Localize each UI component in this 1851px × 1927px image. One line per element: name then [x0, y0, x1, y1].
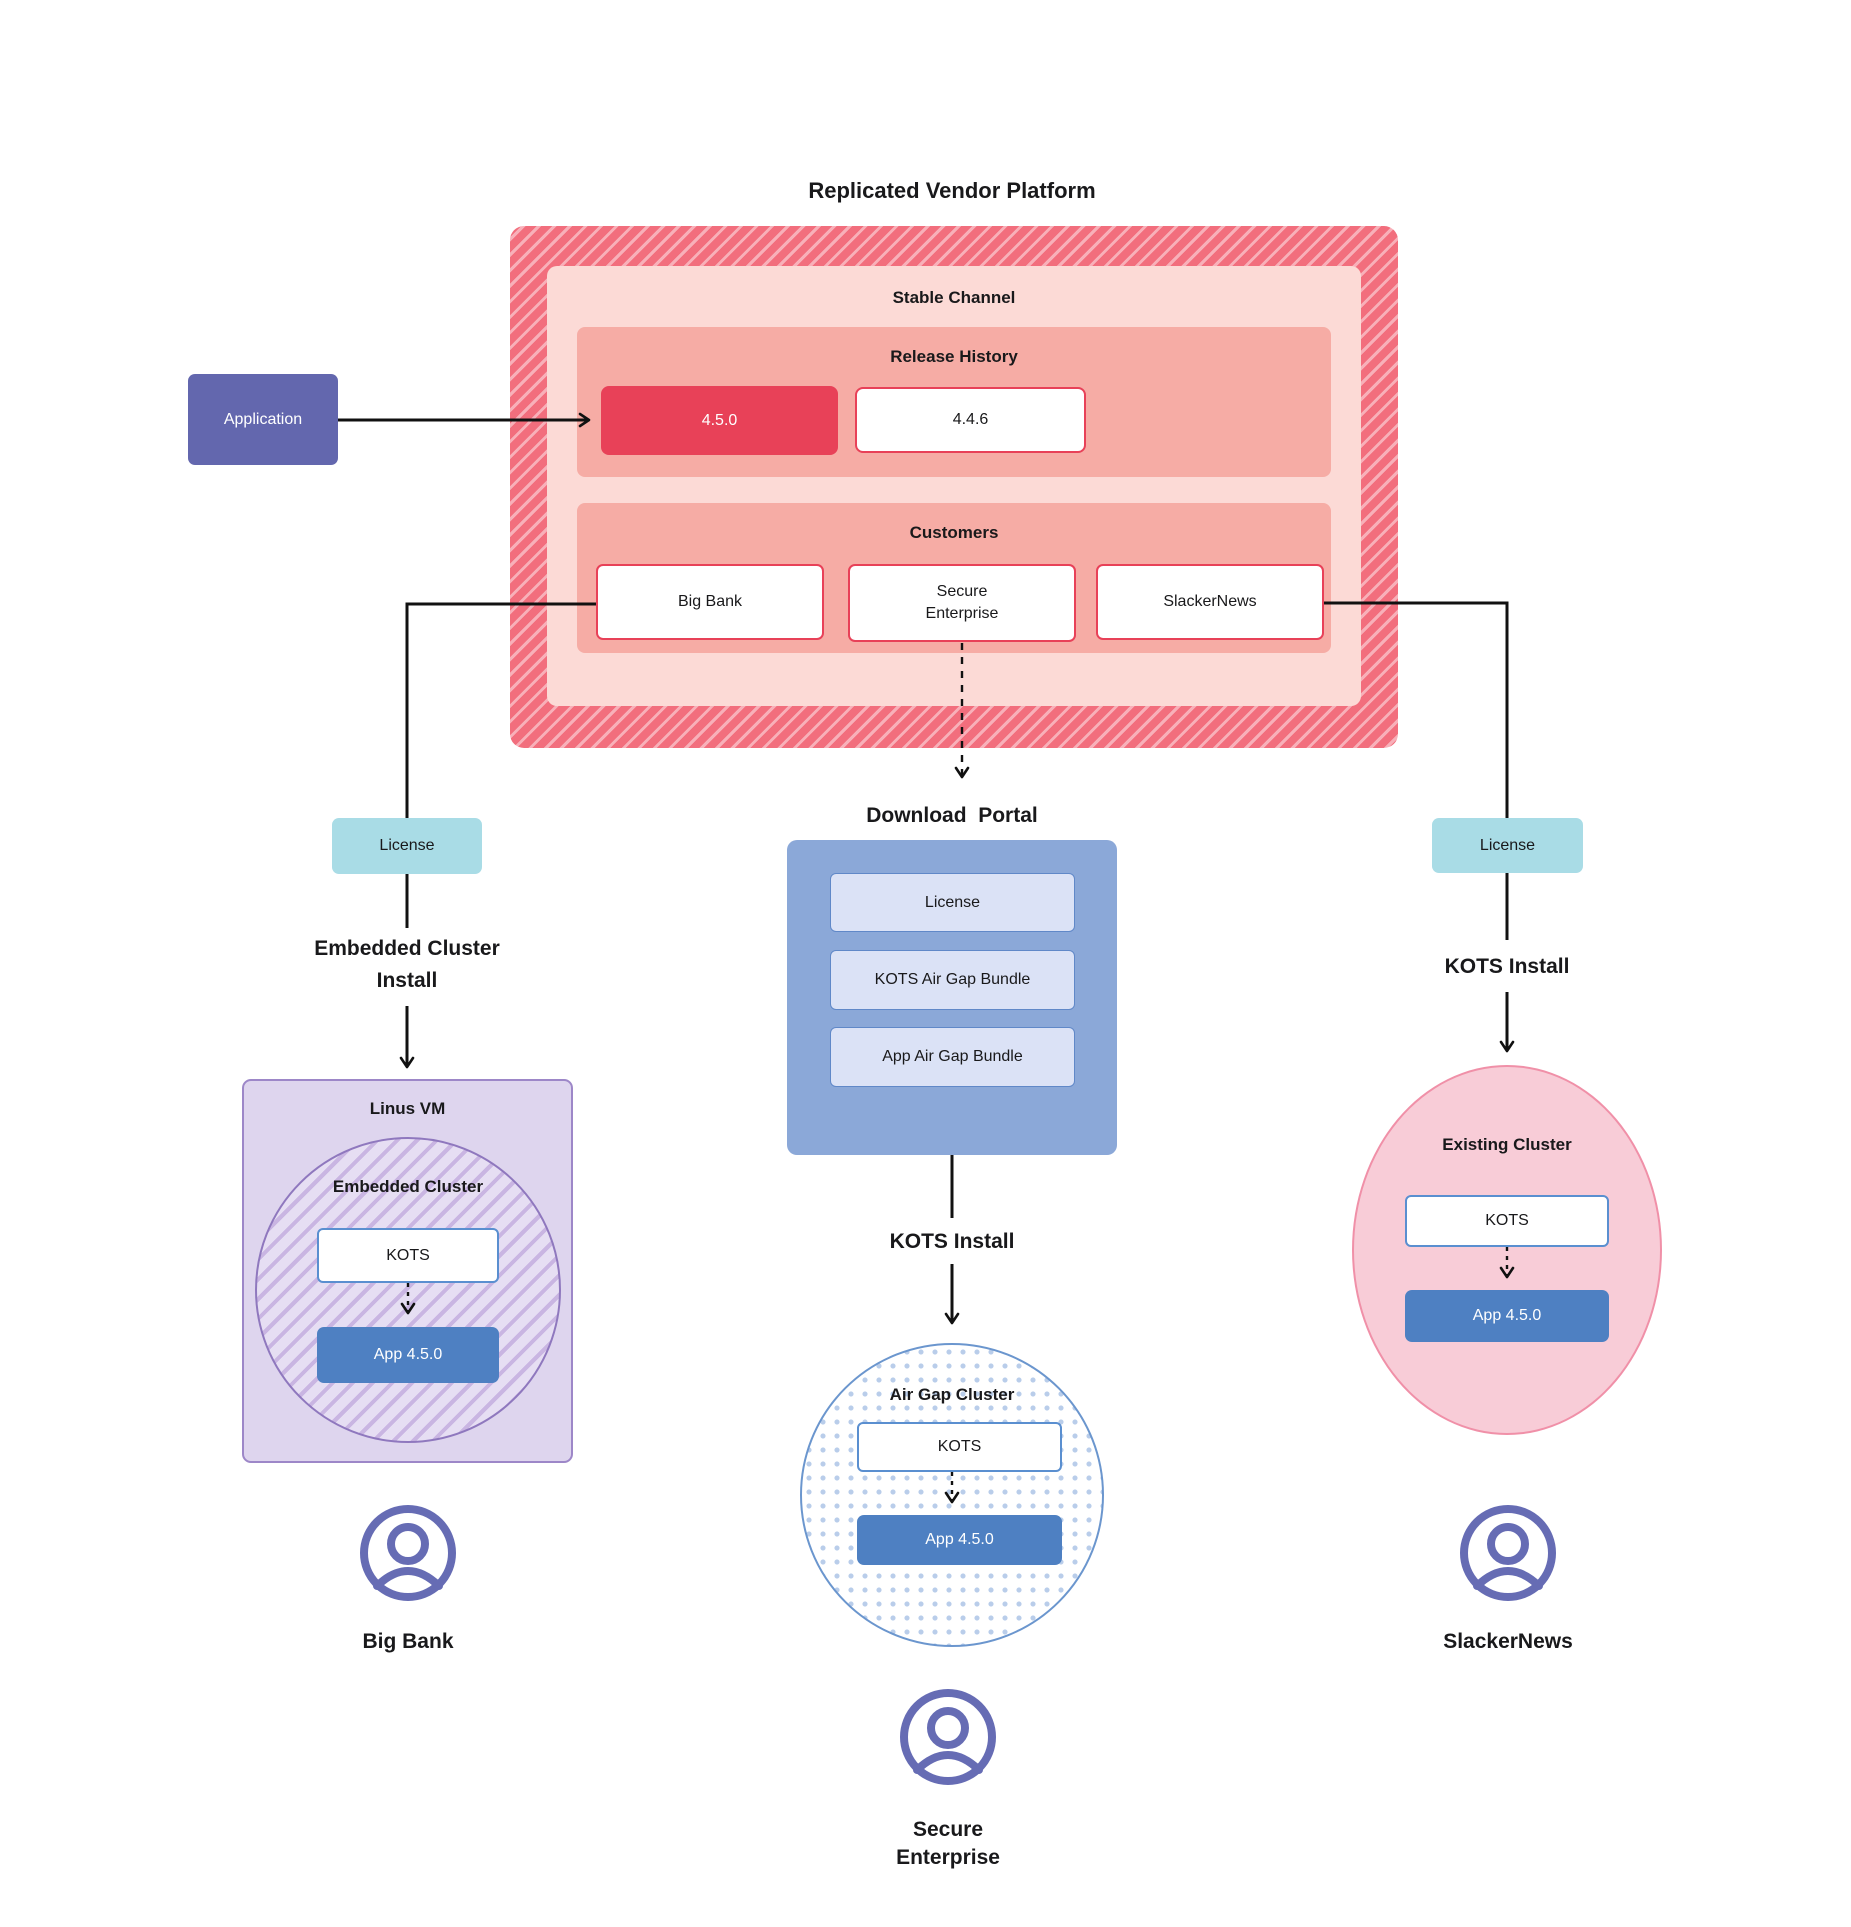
stable-channel-label: Stable Channel — [892, 288, 1016, 307]
download-portal-box: License KOTS Air Gap Bundle App Air Gap … — [787, 840, 1117, 1155]
download-portal-label: Download Portal — [866, 804, 1038, 827]
license-box-right: License — [1432, 818, 1583, 873]
app-box-left: App 4.5.0 — [317, 1327, 499, 1383]
kots-box-middle: KOTS — [857, 1422, 1062, 1472]
customers-label: Customers — [909, 523, 999, 542]
air-gap-cluster-circle: Air Gap Cluster — [800, 1343, 1104, 1647]
application-box: Application — [188, 374, 338, 465]
secure-enterprise-name: Secure Enterprise — [896, 1818, 1000, 1870]
portal-item-kots-airgap-bundle: KOTS Air Gap Bundle — [830, 950, 1075, 1010]
linus-vm-box: Linus VM Embedded Cluster — [242, 1079, 573, 1463]
user-icon-slackernews — [1460, 1505, 1556, 1601]
portal-item-license: License — [830, 873, 1075, 932]
big-bank-name: Big Bank — [362, 1630, 454, 1653]
release-4-5-0: 4.5.0 — [601, 386, 838, 455]
kots-box-left: KOTS — [317, 1228, 499, 1283]
customer-big-bank: Big Bank — [596, 564, 824, 640]
embedded-cluster-label: Embedded Cluster — [332, 1177, 484, 1196]
customers-box: Customers Big Bank Secure Enterprise Sla… — [577, 503, 1331, 653]
existing-cluster-circle: Existing Cluster — [1352, 1065, 1662, 1435]
embedded-cluster-install-label: Embedded Cluster Install — [314, 937, 500, 992]
embedded-cluster-circle: Embedded Cluster — [255, 1137, 561, 1443]
customer-slackernews: SlackerNews — [1096, 564, 1324, 640]
existing-cluster-label: Existing Cluster — [1442, 1135, 1572, 1154]
page-title: Replicated Vendor Platform — [808, 178, 1096, 203]
slackernews-name: SlackerNews — [1443, 1630, 1573, 1653]
kots-install-label-middle: KOTS Install — [889, 1230, 1015, 1253]
release-4-4-6: 4.4.6 — [855, 387, 1086, 453]
app-box-middle: App 4.5.0 — [857, 1515, 1062, 1565]
vendor-platform-container: Stable Channel Release History 4.5.0 4.4… — [510, 226, 1398, 748]
portal-item-app-airgap-bundle: App Air Gap Bundle — [830, 1027, 1075, 1087]
customer-secure-enterprise: Secure Enterprise — [848, 564, 1076, 642]
stable-channel-box: Stable Channel Release History 4.5.0 4.4… — [547, 266, 1361, 706]
release-history-box: Release History 4.5.0 4.4.6 — [577, 327, 1331, 477]
user-icon-secure-enterprise — [900, 1689, 996, 1785]
air-gap-cluster-label: Air Gap Cluster — [889, 1385, 1015, 1404]
kots-install-label-right: KOTS Install — [1444, 955, 1570, 978]
kots-box-right: KOTS — [1405, 1195, 1609, 1247]
linus-vm-label: Linus VM — [369, 1099, 446, 1118]
license-box-left: License — [332, 818, 482, 874]
app-box-right: App 4.5.0 — [1405, 1290, 1609, 1342]
user-icon-big-bank — [360, 1505, 456, 1601]
release-history-label: Release History — [890, 347, 1018, 366]
